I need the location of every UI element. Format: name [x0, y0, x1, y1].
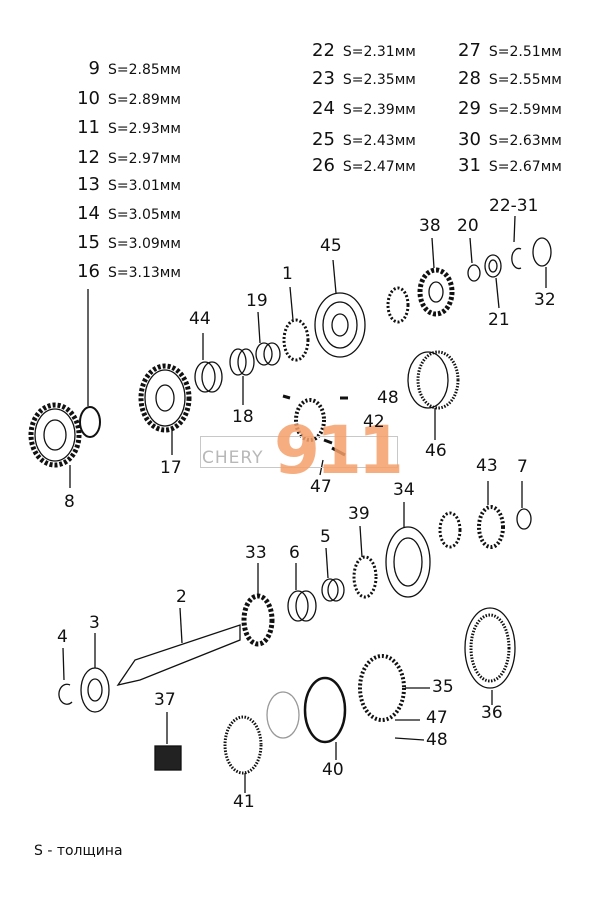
callout-39: 39: [348, 504, 370, 524]
part-46-sleeve: [407, 350, 460, 440]
watermark-logo: 911: [274, 412, 404, 489]
callout-8: 8: [64, 492, 75, 512]
part-1-synchro-ring: [282, 286, 310, 362]
part-3-bearing: [80, 633, 110, 713]
part-17-gear: [138, 363, 192, 455]
part-42-hub: [282, 394, 348, 476]
part-34-synchro: [385, 502, 431, 598]
callout-22-31: 22-31: [489, 196, 539, 216]
part-45-synchro: [314, 259, 366, 358]
callout-21: 21: [488, 310, 510, 330]
callout-36: 36: [481, 703, 503, 723]
part-38-gear: [386, 237, 455, 324]
callout-32: 32: [534, 290, 556, 310]
callout-47: 47: [426, 708, 448, 728]
callout-38: 38: [419, 216, 441, 236]
part-2-shaft: [116, 607, 241, 686]
part-22-31-snap-ring: [511, 215, 522, 270]
callout-41: 41: [233, 792, 255, 812]
watermark-frame: [200, 436, 398, 468]
callout-19: 19: [246, 291, 268, 311]
callout-47: 47: [310, 477, 332, 497]
callout-1: 1: [282, 264, 293, 284]
part-41-ring: [223, 715, 263, 793]
part-grey-ring: [266, 691, 300, 739]
callout-34: 34: [393, 480, 415, 500]
part-39-ring: [352, 525, 378, 599]
part-5-bushing: [321, 547, 345, 602]
part-4-snap-ring: [58, 647, 73, 705]
part-37-bearing: [154, 712, 182, 771]
part-20-bushing: [467, 237, 481, 282]
callout-6: 6: [289, 543, 300, 563]
callout-46: 46: [425, 441, 447, 461]
part-36-sleeve: [464, 607, 516, 705]
part-43-gear: [438, 481, 532, 549]
footnote: S - толщина: [34, 843, 123, 859]
callout-48: 48: [426, 730, 448, 750]
callout-4: 4: [57, 627, 68, 647]
callout-17: 17: [160, 458, 182, 478]
callout-42: 42: [363, 412, 385, 432]
callout-45: 45: [320, 236, 342, 256]
part-snap-ring-9-16: [79, 289, 101, 438]
callout-40: 40: [322, 760, 344, 780]
part-21-bearing: [484, 254, 502, 309]
callout-2: 2: [176, 587, 187, 607]
part-40-ring: [303, 676, 347, 760]
part-35-hub: [358, 654, 430, 741]
watermark-text: CHERY: [202, 448, 264, 468]
part-33-gear: [241, 563, 275, 647]
part-18-bearing: [229, 348, 255, 405]
callout-37: 37: [154, 690, 176, 710]
callout-3: 3: [89, 613, 100, 633]
callout-48: 48: [377, 388, 399, 408]
part-8-gear: [28, 402, 82, 488]
callout-20: 20: [457, 216, 479, 236]
callout-43: 43: [476, 456, 498, 476]
callout-35: 35: [432, 677, 454, 697]
part-44-bearing: [194, 333, 223, 393]
callout-44: 44: [189, 309, 211, 329]
part-19-bushing: [255, 311, 281, 366]
callout-7: 7: [517, 457, 528, 477]
callout-33: 33: [245, 543, 267, 563]
part-6-bearing: [287, 563, 317, 622]
callout-5: 5: [320, 527, 331, 547]
part-32-snap-ring: [532, 237, 552, 288]
callout-18: 18: [232, 407, 254, 427]
